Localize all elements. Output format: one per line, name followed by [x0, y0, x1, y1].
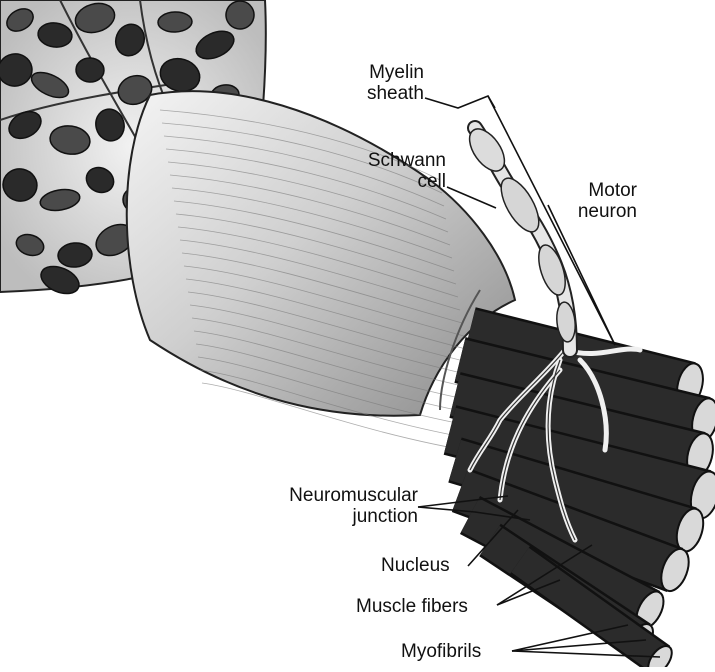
label-neuromuscular-junction: Neuromuscular junction	[268, 485, 418, 527]
label-motor-neuron: Motor neuron	[555, 180, 637, 222]
label-myelin-sheath: Myelin sheath	[340, 62, 424, 104]
neuromuscular-junction-line-1: Neuromuscular	[268, 485, 418, 506]
motor-neuron-line-1: Motor	[555, 180, 637, 201]
myelin-sheath-line-1: Myelin	[340, 62, 424, 83]
cross-section-cell	[158, 11, 193, 32]
schwann-cell-line-2: cell	[356, 171, 446, 192]
label-myofibrils: Myofibrils	[401, 641, 481, 662]
myelin-sheath-line-2: sheath	[340, 83, 424, 104]
motor-neuron-line-2: neuron	[555, 201, 637, 222]
cross-section-cell	[75, 57, 104, 82]
label-schwann-cell: Schwann cell	[356, 150, 446, 192]
schwann-cell-line-1: Schwann	[356, 150, 446, 171]
neuromuscular-junction-line-2: junction	[268, 506, 418, 527]
label-nucleus: Nucleus	[381, 555, 450, 576]
label-muscle-fibers: Muscle fibers	[356, 596, 468, 617]
